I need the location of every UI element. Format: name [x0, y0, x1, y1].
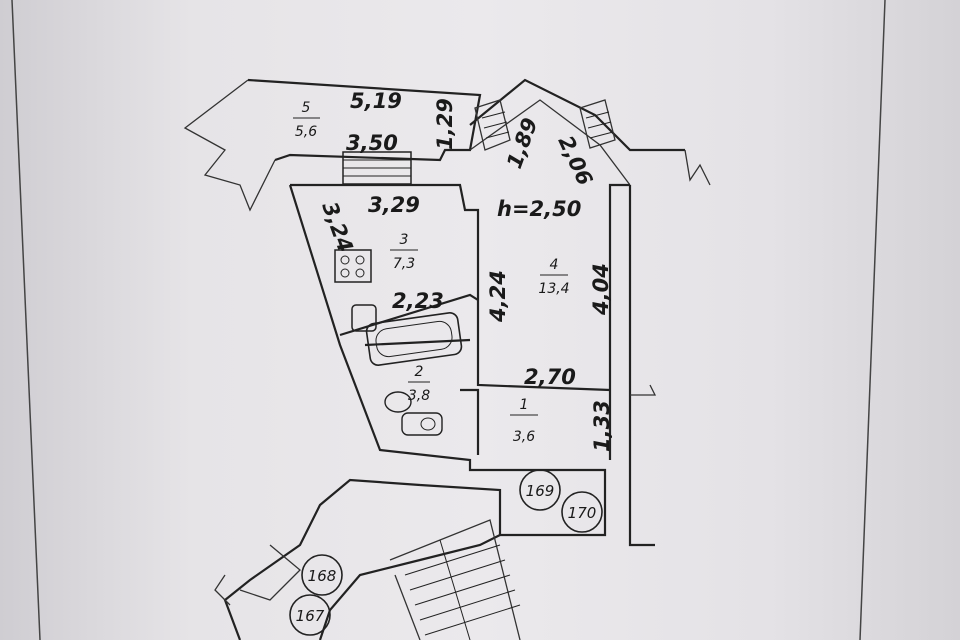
neighbor-label-170: 170: [568, 504, 597, 522]
dim-room-bottom: 2,70: [524, 365, 576, 389]
room-5-number: 5: [302, 100, 311, 116]
dim-room-right: 4,04: [589, 263, 613, 316]
dim-kitchen-top: 3,29: [368, 193, 420, 217]
dim-kitchen-side: 3,24: [317, 199, 357, 256]
room-1-area: 3,6: [513, 429, 535, 445]
room-2-area: 3,8: [408, 388, 430, 404]
dim-balcony-bottom: 3,50: [346, 131, 398, 155]
stairwell-structure: [214, 478, 521, 640]
dim-kitchen-bottom: 2,23: [392, 289, 444, 313]
dim-hall-side: 1,33: [590, 400, 614, 452]
room-1-number: 1: [520, 397, 529, 413]
room-4-number: 4: [550, 257, 559, 273]
toilet-icon: [401, 412, 443, 436]
neighbor-marker-167: [289, 594, 331, 636]
dim-balcony-top: 5,19: [350, 89, 402, 113]
room-4-area: 13,4: [538, 281, 569, 297]
room-2-number: 2: [415, 364, 424, 380]
neighbor-marker-170: [561, 491, 603, 533]
stove-icon: [334, 249, 372, 283]
neighbor-marker-169: [519, 469, 561, 511]
sink-icon: [351, 304, 377, 332]
dim-balcony-side: 1,29: [433, 98, 457, 150]
room-3-area: 7,3: [393, 256, 415, 272]
neighbor-label-168: 168: [308, 567, 337, 585]
frame-left-line: [11, 0, 41, 640]
room-3-number: 3: [400, 232, 409, 248]
dim-bay-right: 2,06: [553, 132, 597, 189]
neighbor-marker-168: [301, 554, 343, 596]
room-5-balcony: [183, 78, 482, 212]
frame-right-line: [859, 0, 886, 640]
washbasin-icon: [384, 391, 412, 413]
room-5-area: 5,6: [295, 124, 317, 140]
dim-room-left: 4,24: [486, 270, 510, 323]
bathtub-icon: [365, 312, 463, 366]
neighbor-label-167: 167: [296, 607, 325, 625]
ceiling-height-label: h=2,50: [497, 197, 581, 221]
neighbor-label-169: 169: [526, 482, 555, 500]
bay-window-structure: [469, 78, 711, 186]
